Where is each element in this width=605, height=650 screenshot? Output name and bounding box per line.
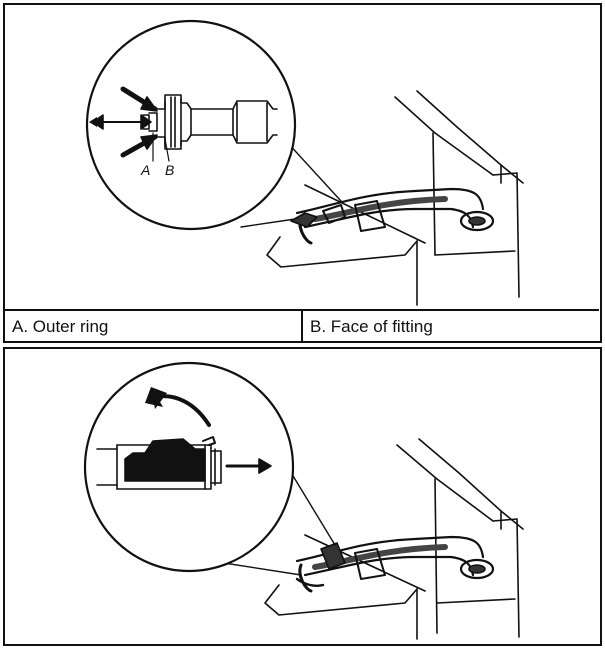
- clip-detail-drawing: [96, 436, 222, 490]
- panel-fitting-detail: A B A. Outer ring B. Face of fitting: [3, 3, 602, 343]
- panel-clip-removal: [3, 347, 602, 646]
- caption-row: A. Outer ring B. Face of fitting: [5, 309, 599, 342]
- fitting-illustration: A B: [85, 19, 524, 306]
- compartment-drawing: [266, 90, 524, 306]
- callout-b: B: [165, 162, 174, 178]
- callout-a: A: [140, 162, 150, 178]
- removal-arrows: [145, 387, 272, 474]
- clip-removal-illustration: [83, 361, 524, 640]
- magnifier-pointer-line: [240, 218, 296, 228]
- filter-housing: [295, 535, 495, 593]
- compartment-drawing: [264, 438, 524, 640]
- push-arrows: [89, 86, 158, 158]
- caption-face-of-fitting: B. Face of fitting: [310, 317, 433, 336]
- filter-housing: [290, 187, 495, 245]
- leader-line-b: [164, 138, 170, 162]
- fitting-detail-drawing: [142, 94, 278, 150]
- caption-outer-ring: A. Outer ring: [5, 311, 303, 342]
